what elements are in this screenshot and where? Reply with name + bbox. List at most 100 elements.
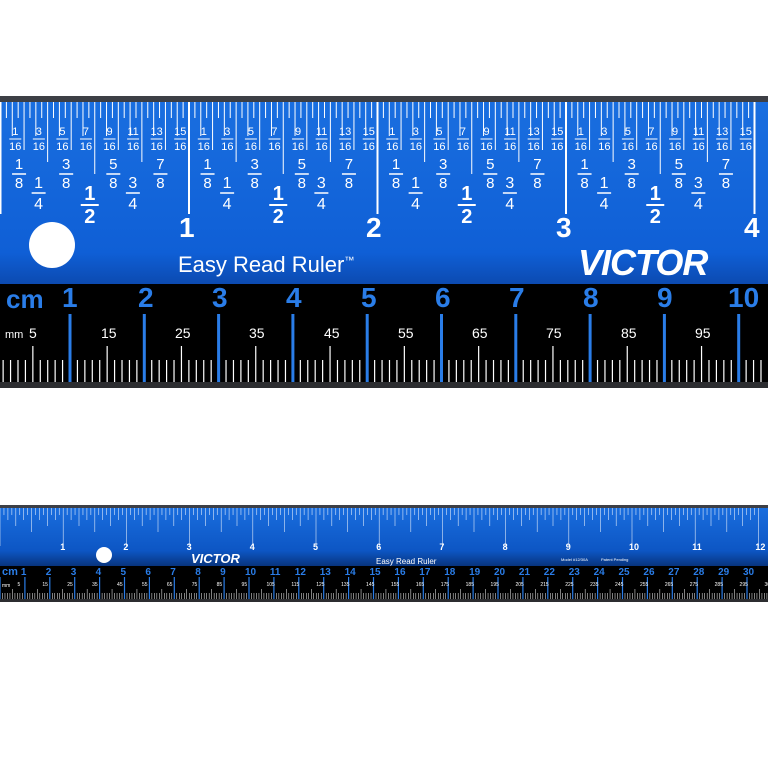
sixteenth-denominator: 16: [127, 141, 139, 153]
mm-number-5: 5: [29, 325, 37, 341]
full-mm-number: 255: [639, 582, 649, 588]
ruler-top-edge: [0, 96, 768, 102]
full-mm-number: 65: [166, 582, 173, 588]
eighth-numerator: 3: [251, 156, 259, 173]
sixteenth-denominator: 16: [575, 141, 587, 153]
full-mm-number: 95: [241, 582, 248, 588]
sixteenth-numerator: 9: [106, 126, 112, 138]
full-mm-number: 35: [92, 582, 98, 588]
eighth-numerator: 1: [15, 156, 23, 173]
cm-number-6: 6: [435, 282, 451, 313]
full-cm-number: 16: [394, 567, 406, 578]
eighth-denominator: 8: [251, 175, 259, 192]
quarter-numerator: 3: [128, 175, 137, 192]
sixteenth-numerator: 11: [693, 126, 704, 138]
eighth-denominator: 8: [203, 175, 211, 192]
full-model-text: Model #12/30A: [561, 557, 588, 562]
full-mm-number: 265: [664, 582, 674, 588]
eighth-numerator: 7: [156, 156, 164, 173]
full-mm-number: 155: [390, 582, 400, 588]
half-denominator: 2: [650, 206, 661, 228]
full-mm-number: 235: [590, 582, 599, 588]
ruler-bottom-edge: [0, 382, 768, 388]
quarter-denominator: 4: [600, 196, 609, 213]
half-numerator: 1: [461, 183, 472, 205]
full-mm-unit-label: mm: [2, 583, 11, 589]
cm-number-7: 7: [509, 282, 525, 313]
half-denominator: 2: [461, 206, 472, 228]
eighth-numerator: 7: [722, 156, 730, 173]
sixteenth-numerator: 1: [201, 126, 207, 138]
sixteenth-denominator: 16: [528, 141, 540, 153]
sixteenth-numerator: 15: [363, 126, 375, 138]
quarter-denominator: 4: [694, 196, 703, 213]
full-inch-number: 2: [123, 542, 129, 552]
quarter-numerator: 1: [411, 175, 420, 192]
eighth-numerator: 7: [533, 156, 541, 173]
full-cm-number: 6: [145, 567, 151, 578]
half-denominator: 2: [273, 206, 284, 228]
eighth-numerator: 3: [628, 156, 636, 173]
sixteenth-numerator: 3: [413, 126, 419, 138]
sixteenth-denominator: 16: [622, 141, 634, 153]
sixteenth-numerator: 5: [248, 126, 254, 138]
eighth-denominator: 8: [580, 175, 588, 192]
eighth-denominator: 8: [439, 175, 447, 192]
sixteenth-numerator: 9: [672, 126, 678, 138]
cm-number-2: 2: [138, 282, 154, 313]
sixteenth-denominator: 16: [339, 141, 351, 153]
full-mm-number: 285: [714, 582, 723, 588]
full-product-name: Easy Read Ruler: [376, 557, 437, 566]
full-hang-hole: [96, 547, 112, 563]
full-mm-number: 85: [216, 582, 223, 588]
quarter-denominator: 4: [223, 196, 232, 213]
eighth-denominator: 8: [628, 175, 636, 192]
sixteenth-numerator: 7: [83, 126, 89, 138]
cm-number-4: 4: [286, 282, 302, 313]
full-cm-number: 10: [245, 567, 257, 578]
full-patent-text: Patent Pending: [601, 557, 629, 562]
sixteenth-denominator: 16: [245, 141, 257, 153]
mm-number-85: 85: [621, 325, 637, 341]
full-mm-number: 45: [117, 582, 123, 588]
sixteenth-numerator: 7: [460, 126, 466, 138]
full-mm-number: 135: [341, 582, 350, 588]
sixteenth-denominator: 16: [433, 141, 445, 153]
full-mm-number: 25: [67, 582, 73, 588]
mm-number-25: 25: [175, 325, 191, 341]
eighth-numerator: 5: [298, 156, 306, 173]
inch-number-3: 3: [556, 212, 572, 243]
eighth-numerator: 5: [486, 156, 494, 173]
full-cm-number: 25: [618, 567, 630, 578]
sixteenth-denominator: 16: [740, 141, 752, 153]
full-mm-number: 165: [415, 582, 425, 588]
sixteenth-numerator: 3: [224, 126, 230, 138]
sixteenth-numerator: 11: [504, 126, 515, 138]
full-mm-number: 205: [515, 582, 524, 588]
eighth-denominator: 8: [486, 175, 494, 192]
full-inch-number: 4: [249, 542, 255, 552]
full-cm-unit-label: cm: [2, 566, 18, 578]
sixteenth-denominator: 16: [198, 141, 210, 153]
full-victor-logo: VICTOR: [191, 551, 240, 566]
quarter-numerator: 3: [505, 175, 514, 192]
eighth-numerator: 1: [580, 156, 588, 173]
full-cm-number: 12: [294, 567, 306, 578]
full-inch-number: 11: [692, 542, 702, 552]
eighth-numerator: 5: [675, 156, 683, 173]
full-mm-number: 225: [565, 582, 574, 588]
full-cm-number: 13: [319, 567, 331, 578]
sixteenth-denominator: 16: [80, 141, 92, 153]
fraction-labels: 1163165167169161116131615161838587814341…: [9, 126, 752, 228]
inch-ticks: [0, 102, 756, 214]
ruler-full-view: VICTOR Easy Read Ruler Model #12/30A Pat…: [0, 505, 768, 602]
sixteenth-numerator: 1: [12, 126, 18, 138]
full-mm-number: 185: [465, 582, 474, 588]
sixteenth-denominator: 16: [645, 141, 657, 153]
sixteenth-numerator: 5: [625, 126, 631, 138]
half-denominator: 2: [84, 206, 95, 228]
cm-number-10: 10: [728, 282, 760, 313]
sixteenth-numerator: 13: [339, 126, 351, 138]
sixteenth-denominator: 16: [386, 141, 398, 153]
ruler-full-markings: [0, 505, 768, 602]
